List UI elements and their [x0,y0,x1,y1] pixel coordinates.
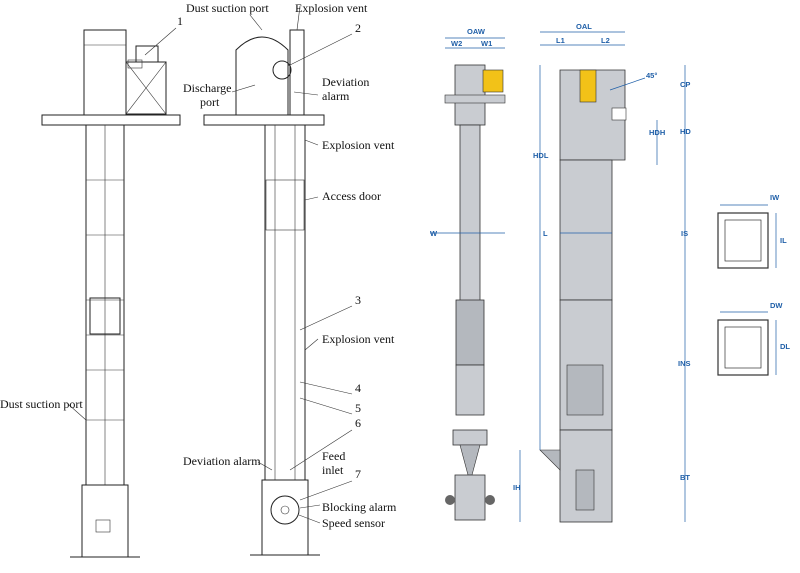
dim-l1: L1 [556,36,565,45]
label-dust-suction-top: Dust suction port [186,1,269,15]
dim-ih: IH [513,483,521,492]
elevator-side-view-left [41,29,181,558]
dim-il: IL [780,236,787,245]
dim-w2: W2 [451,39,462,48]
dim-iw: IW [770,193,780,202]
dim-bt: BT [680,473,690,482]
label-discharge-2: port [200,95,220,109]
elevator-side-view-dimensioned [539,69,627,523]
label-feed-2: inlet [322,463,344,477]
dim-ins: INS [678,359,691,368]
label-deviation-alarm-top-2: alarm [322,89,350,103]
label-blocking-alarm: Blocking alarm [322,500,397,514]
leader-lines [67,5,353,524]
dim-dl: DL [780,342,790,351]
label-dust-suction-low: Dust suction port [0,397,83,411]
dim-hdh: HDH [649,128,665,137]
label-access-door: Access door [322,189,381,203]
label-deviation-alarm-top-1: Deviation [322,75,369,89]
label-feed-1: Feed [322,449,345,463]
dimension-lines [430,31,777,522]
dim-angle: 45° [646,71,657,80]
label-explosion-vent-low: Explosion vent [322,332,395,346]
label-explosion-vent-top: Explosion vent [295,1,368,15]
label-discharge-1: Discharge [183,81,231,95]
label-explosion-vent-mid: Explosion vent [322,138,395,152]
callout-5: 5 [355,401,361,415]
elevator-front-view-labeled [203,29,325,556]
label-deviation-alarm-low: Deviation alarm [183,454,261,468]
dim-cp: CP [680,80,690,89]
callout-7: 7 [355,467,361,481]
dim-is: IS [681,229,688,238]
dim-w1: W1 [481,39,492,48]
dim-l: L [543,229,548,238]
dim-w: W [430,229,438,238]
label-speed-sensor: Speed sensor [322,516,385,530]
callout-1: 1 [177,14,183,28]
callout-2: 2 [355,21,361,35]
callout-3: 3 [355,293,361,307]
dim-hd: HD [680,127,691,136]
section-inlet [717,212,769,269]
dim-dw: DW [770,301,783,310]
dim-oal: OAL [576,22,592,31]
callout-6: 6 [355,416,361,430]
dim-oaw: OAW [467,27,486,36]
section-discharge [717,319,769,376]
elevator-front-view-dimensioned [444,64,506,521]
dim-hdl: HDL [533,151,549,160]
callout-4: 4 [355,381,361,395]
dim-l2: L2 [601,36,610,45]
